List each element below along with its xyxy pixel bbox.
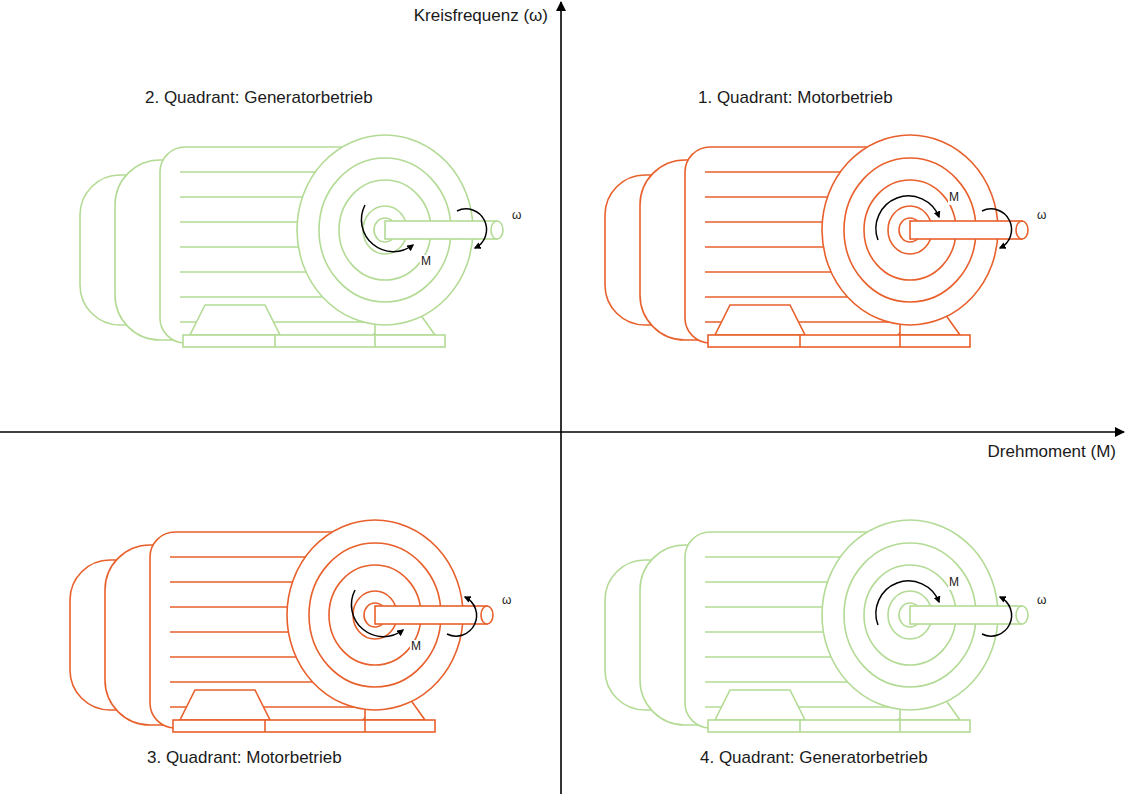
torque-axis bbox=[0, 431, 1124, 433]
torque-symbol: M bbox=[948, 576, 960, 590]
rotation-arrow bbox=[982, 597, 1012, 636]
frequency-axis bbox=[560, 2, 562, 794]
motor-illustration bbox=[80, 135, 503, 347]
motor-illustration bbox=[605, 135, 1028, 347]
frequency-symbol: ω bbox=[1036, 594, 1047, 608]
torque-symbol: M bbox=[410, 640, 422, 654]
frequency-symbol: ω bbox=[511, 209, 522, 223]
torque-symbol: M bbox=[420, 255, 432, 269]
frequency-symbol: ω bbox=[501, 594, 512, 608]
rotation-arrow bbox=[457, 209, 487, 248]
torque-arrow bbox=[361, 205, 413, 252]
torque-arrow bbox=[351, 590, 403, 637]
rotation-arrow bbox=[982, 209, 1012, 248]
motor-illustration bbox=[70, 520, 493, 732]
quadrant-caption: 2. Quadrant: Generatorbetrieb bbox=[145, 88, 373, 108]
torque-symbol: M bbox=[948, 191, 960, 205]
torque-arrow bbox=[876, 196, 939, 240]
quadrant-caption: 3. Quadrant: Motorbetrieb bbox=[147, 748, 342, 768]
quadrant-caption: 4. Quadrant: Generatorbetrieb bbox=[700, 748, 928, 768]
quadrant-caption: 1. Quadrant: Motorbetrieb bbox=[698, 88, 893, 108]
rotation-arrow bbox=[447, 597, 477, 636]
frequency-symbol: ω bbox=[1036, 209, 1047, 223]
axis-label: Drehmoment (M) bbox=[988, 442, 1116, 462]
motor-illustration bbox=[605, 520, 1028, 732]
axis-label: Kreisfrequenz (ω) bbox=[414, 6, 548, 26]
torque-arrow bbox=[876, 581, 939, 625]
